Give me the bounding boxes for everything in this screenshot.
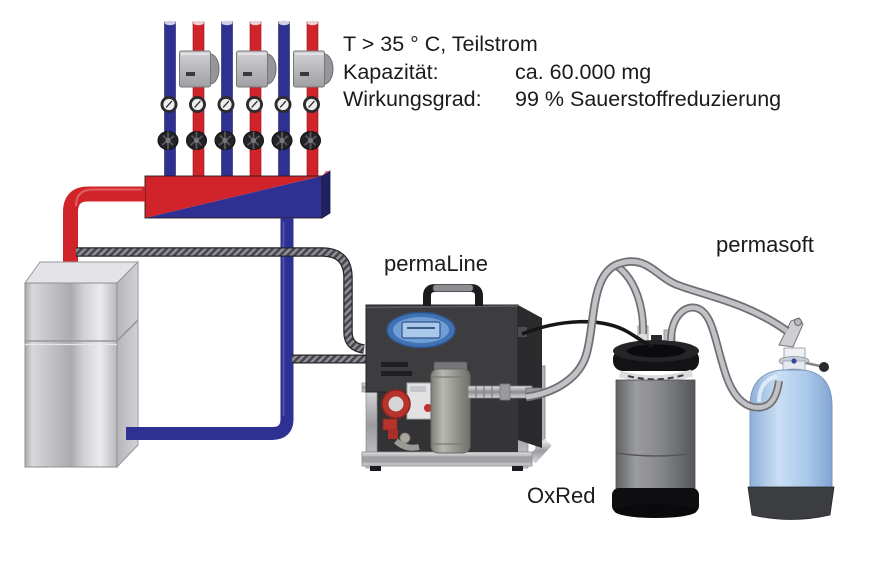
- spec-row-efficiency: Wirkungsgrad: 99 % Sauerstoffreduzierung: [343, 86, 781, 114]
- shutoff-valve-icon: [300, 131, 321, 150]
- shutoff-valve-icon: [214, 131, 236, 150]
- pressure-gauge-icon: [246, 96, 263, 113]
- hose-permaline-permasoft: [525, 257, 790, 402]
- heating-circuit-riser-pipes: [164, 20, 319, 178]
- hose-oxred-permasoft: [667, 303, 783, 412]
- braided-hose-flow: [76, 247, 365, 354]
- boiler-tank: [24, 260, 140, 469]
- hose-oxred-inlet: [614, 262, 648, 335]
- pressure-gauge-icon: [189, 96, 206, 113]
- shutoff-valve-icon: [157, 131, 179, 150]
- pressure-gauge-icon: [160, 96, 178, 113]
- permaline-display: [386, 311, 456, 349]
- distribution-manifold: [144, 170, 331, 219]
- spec-label: Kapazität:: [343, 59, 439, 84]
- circulation-pump-icon: [293, 50, 334, 88]
- spec-value: ca. 60.000 mg: [515, 59, 652, 84]
- pressure-gauge-icon: [274, 96, 292, 113]
- spec-value: 99 % Sauerstoffreduzierung: [515, 87, 782, 111]
- circulation-pump-icon: [179, 50, 220, 88]
- permaline-handle: [423, 284, 483, 306]
- condition-line: T > 35 ° C, Teilstrom: [343, 32, 538, 56]
- permaline-device: [361, 284, 552, 471]
- shutoff-valves: [157, 131, 321, 150]
- spec-row-capacity: Kapazität: ca. 60.000 mg: [343, 59, 781, 87]
- permaline-label: permaLine: [384, 251, 488, 276]
- spec-label: Wirkungsgrad:: [343, 87, 482, 111]
- permasoft-label: permasoft: [716, 232, 814, 257]
- circulation-pump-icon: [236, 50, 277, 88]
- pressure-gauges: [160, 96, 320, 113]
- shutoff-valve-icon: [243, 131, 264, 150]
- circulation-pumps: [179, 50, 334, 88]
- flow-pipe-red: [63, 186, 145, 272]
- connection-cable: [521, 319, 654, 349]
- permaline-pump: [381, 389, 420, 451]
- oxred-label: OxRed: [527, 483, 596, 508]
- oxred-cartridge: [612, 325, 699, 518]
- annotation-block: T > 35 ° C, Teilstrom Kapazität: ca. 60.0…: [343, 31, 781, 114]
- shutoff-valve-icon: [186, 131, 207, 150]
- pressure-gauge-icon: [217, 96, 235, 113]
- pressure-gauge-icon: [303, 96, 320, 113]
- permasoft-cylinder: [747, 317, 835, 520]
- permaline-filter: [430, 361, 471, 454]
- shutoff-valve-icon: [271, 131, 293, 150]
